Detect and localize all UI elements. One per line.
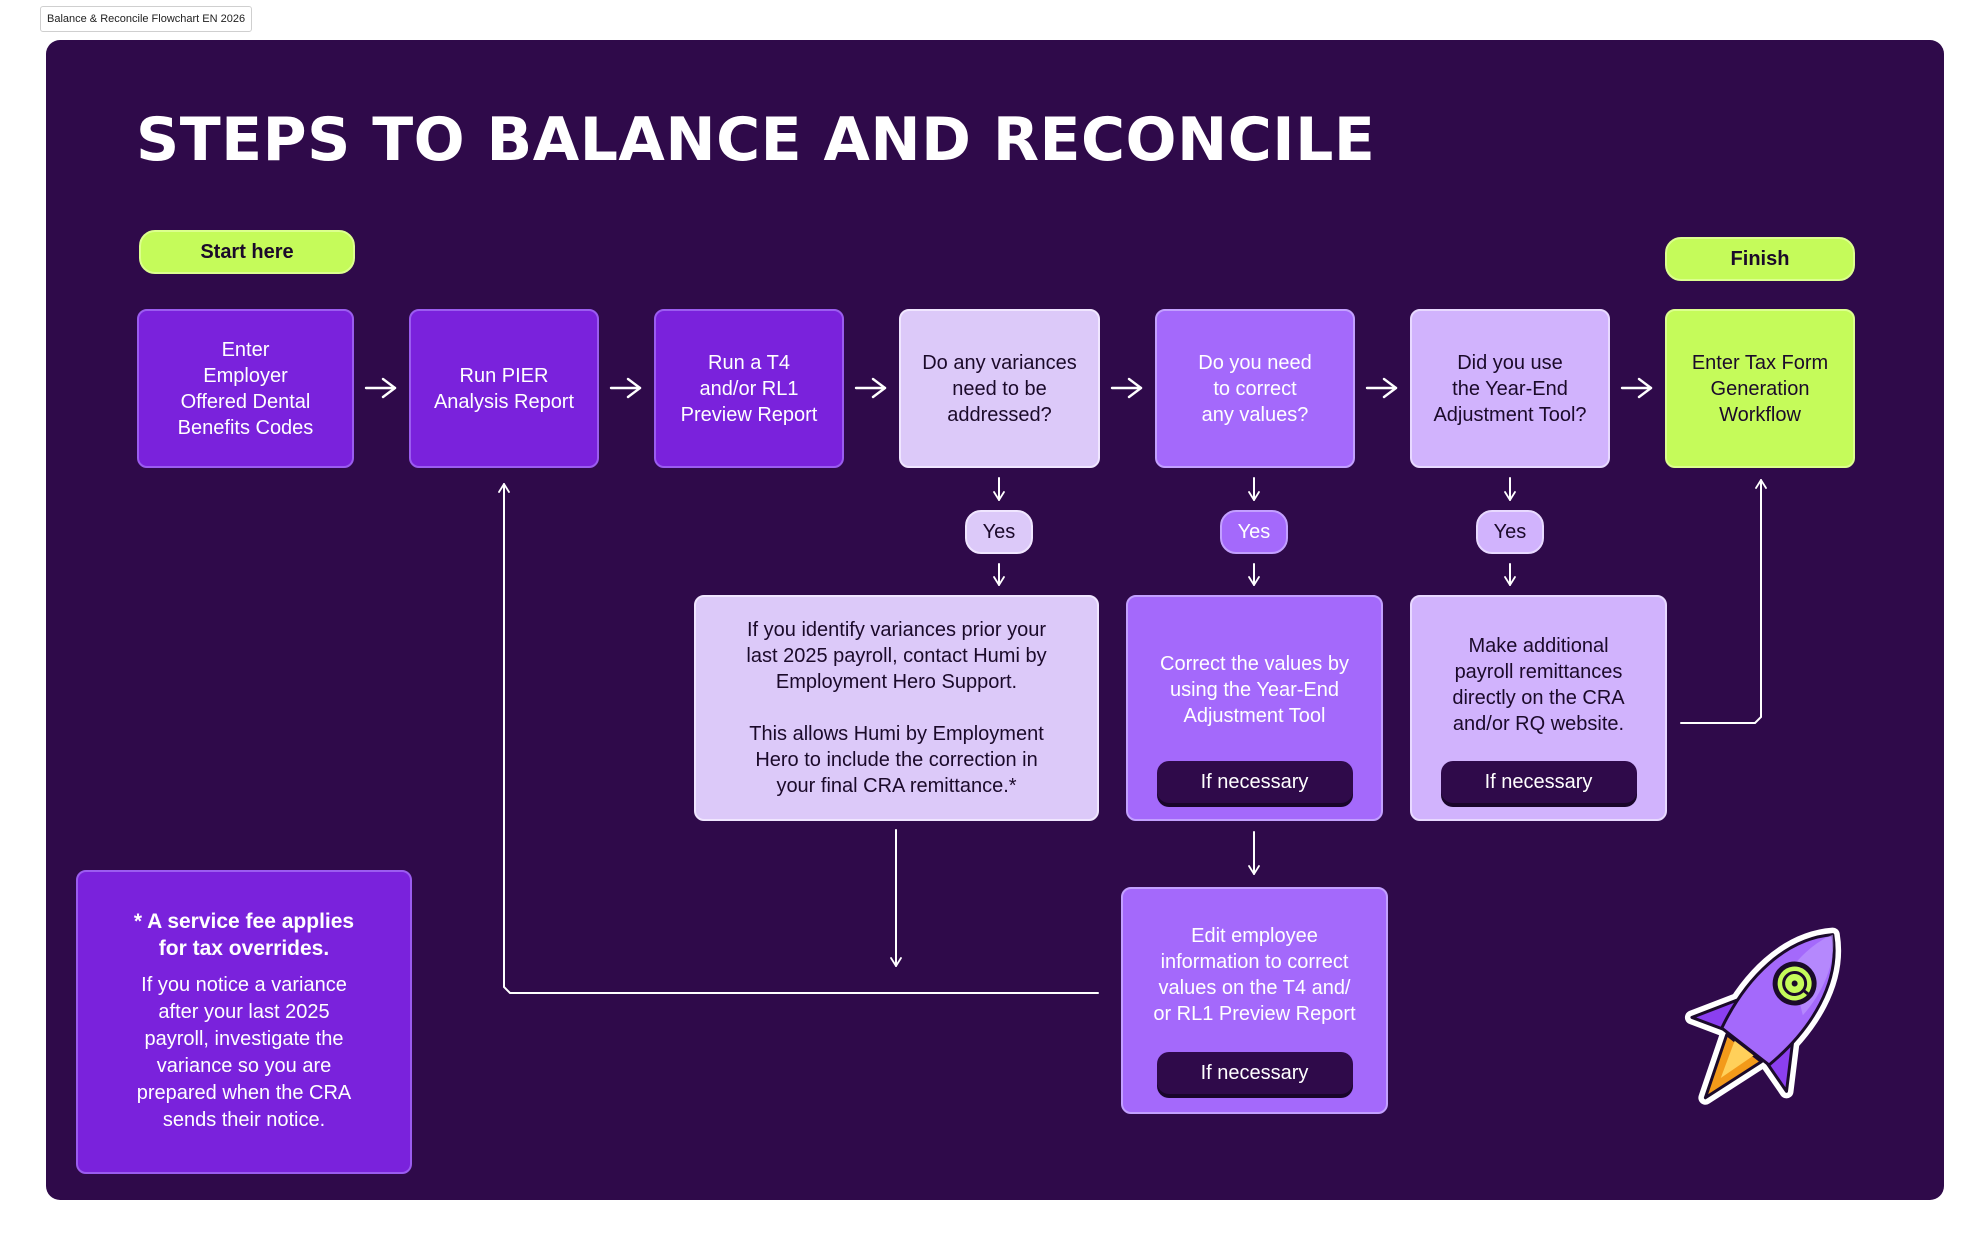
step-text: Enter Tax Form Generation Workflow	[1691, 351, 1829, 426]
service-fee-note: * A service fee applies for tax override…	[76, 870, 412, 1174]
arrow-remittance-finish	[1680, 479, 1767, 724]
outcome-text: Edit employee information to correct val…	[1153, 925, 1356, 1025]
rocket-icon	[1684, 927, 1841, 1105]
outcome-additional-remittances[interactable]: Make additional payroll remittances dire…	[1410, 595, 1667, 821]
outcome-text: Correct the values by using the Year-End…	[1160, 653, 1349, 727]
step-text: Enter Employer Offered Dental Benefits C…	[177, 338, 314, 439]
question-text: Do any variances need to be addressed?	[922, 351, 1077, 426]
step-run-t4-preview[interactable]: Run a T4 and/or RL1 Preview Report	[654, 309, 844, 468]
note-body: If you notice a variance after your last…	[136, 974, 352, 1131]
arrow-edit-loop-step2	[498, 483, 1099, 994]
yes-pill-variances: Yes	[965, 510, 1033, 554]
step-run-pier-report[interactable]: Run PIER Analysis Report	[409, 309, 599, 468]
question-variances[interactable]: Do any variances need to be addressed?	[899, 309, 1100, 468]
outcome-text: If you identify variances prior your las…	[746, 619, 1047, 797]
step-text: Run PIER Analysis Report	[433, 364, 575, 413]
step-tax-form-workflow[interactable]: Enter Tax Form Generation Workflow	[1665, 309, 1855, 468]
if-necessary-tag: If necessary	[1156, 761, 1353, 803]
question-text: Do you need to correct any values?	[1198, 351, 1312, 426]
step-enter-dental-codes[interactable]: Enter Employer Offered Dental Benefits C…	[137, 309, 354, 468]
frame-label[interactable]: Balance & Reconcile Flowchart EN 2026	[40, 6, 253, 32]
if-necessary-tag: If necessary	[1440, 761, 1637, 803]
if-necessary-tag: If necessary	[1156, 1052, 1353, 1094]
step-text: Run a T4 and/or RL1 Preview Report	[680, 351, 818, 426]
outcome-text: Make additional payroll remittances dire…	[1452, 635, 1625, 735]
start-here-pill: Start here	[139, 230, 355, 274]
yes-pill-correct-values: Yes	[1220, 510, 1288, 554]
outcome-correct-values[interactable]: Correct the values by using the Year-End…	[1126, 595, 1383, 821]
outcome-edit-employee-info[interactable]: Edit employee information to correct val…	[1121, 887, 1388, 1114]
question-year-end-tool[interactable]: Did you use the Year-End Adjustment Tool…	[1410, 309, 1610, 468]
yes-pill-year-end-tool: Yes	[1476, 510, 1544, 554]
note-heading: * A service fee applies for tax override…	[133, 910, 355, 960]
outcome-contact-support[interactable]: If you identify variances prior your las…	[694, 595, 1099, 821]
finish-pill: Finish	[1665, 237, 1855, 281]
page-title: STEPS TO BALANCE AND RECONCILE	[136, 105, 1376, 175]
question-text: Did you use the Year-End Adjustment Tool…	[1433, 351, 1587, 426]
question-correct-values[interactable]: Do you need to correct any values?	[1155, 309, 1355, 468]
